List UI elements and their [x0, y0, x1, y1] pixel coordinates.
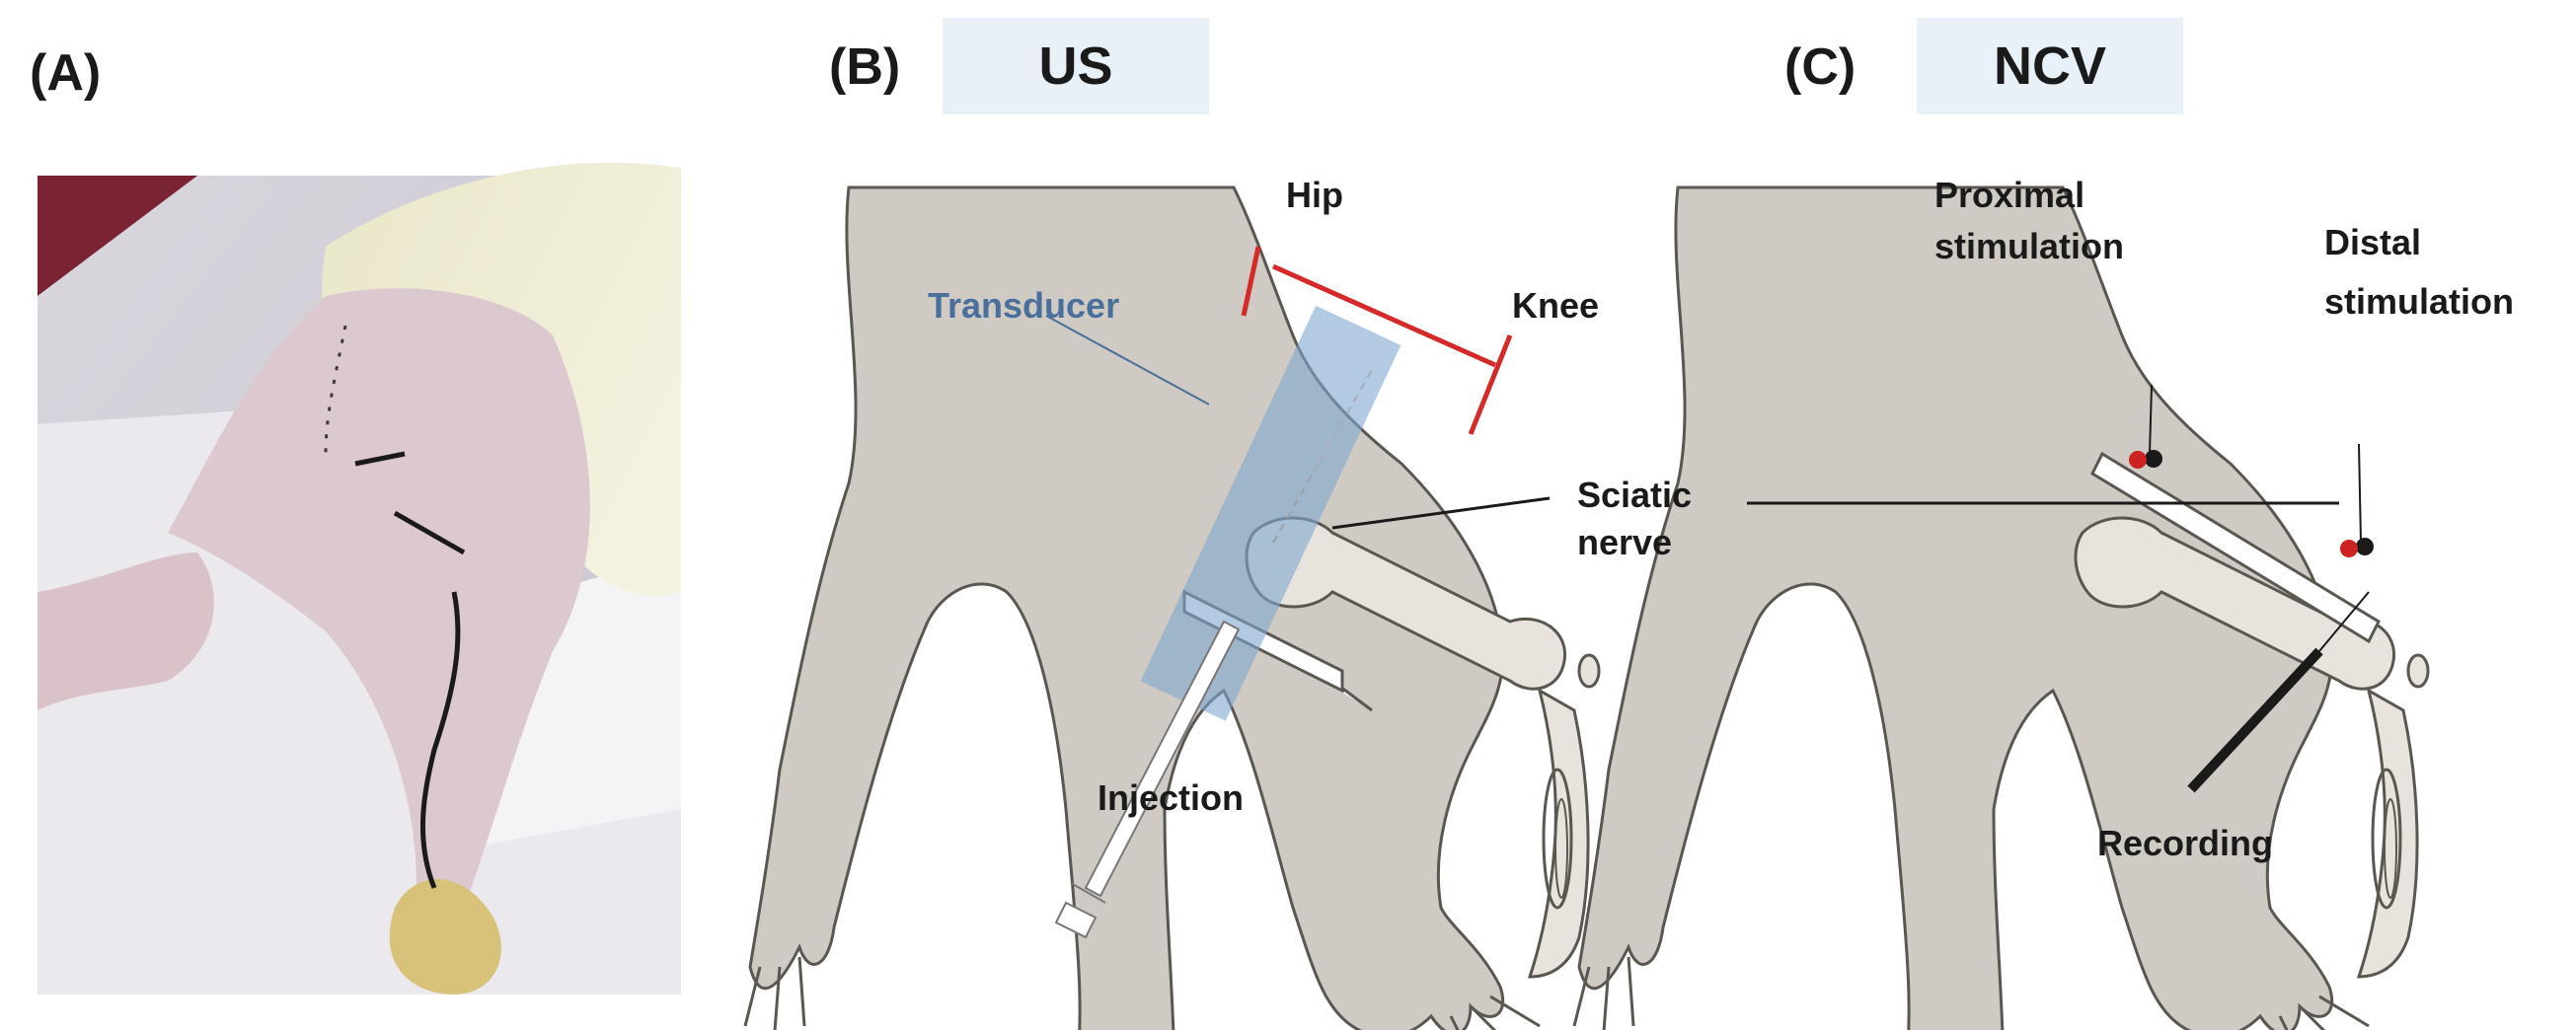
panel-b-label: (B) [829, 38, 901, 96]
rat-diagram-ncv [1572, 185, 2430, 1030]
rat-photo [38, 162, 681, 994]
distal-electrode-black [2356, 538, 2374, 555]
proximal-electrode-black [2145, 450, 2162, 468]
distal-label-line1: Distal [2324, 222, 2422, 262]
panel-a-label: (A) [30, 44, 102, 102]
distal-label-line2: stimulation [2324, 281, 2515, 322]
hip-label: Hip [1286, 175, 1343, 215]
ncv-title: NCV [1993, 37, 2106, 96]
proximal-label-line1: Proximal [1934, 175, 2085, 215]
distal-electrode-red [2340, 540, 2358, 557]
panel-c-label: (C) [1784, 38, 1856, 96]
ncv-title-box: NCV [1917, 18, 2183, 114]
sciatic-label-line2: nerve [1577, 522, 1673, 562]
proximal-label-line2: stimulation [1934, 226, 2125, 266]
transducer-bar [1140, 305, 1402, 721]
hip-knee-measure [1241, 246, 1513, 435]
us-title-box: US [943, 18, 1209, 114]
recording-label: Recording [2097, 823, 2274, 863]
sciatic-label-line1: Sciatic [1577, 475, 1693, 515]
transducer-label: Transducer [928, 285, 1120, 326]
proximal-electrode-red [2129, 451, 2147, 469]
rat-diagram-us [743, 185, 1601, 1030]
us-title: US [1038, 37, 1113, 96]
recording-needle [2187, 647, 2323, 793]
syringe [1054, 369, 1373, 939]
injection-label: Injection [1098, 777, 1245, 818]
knee-label: Knee [1512, 285, 1600, 326]
